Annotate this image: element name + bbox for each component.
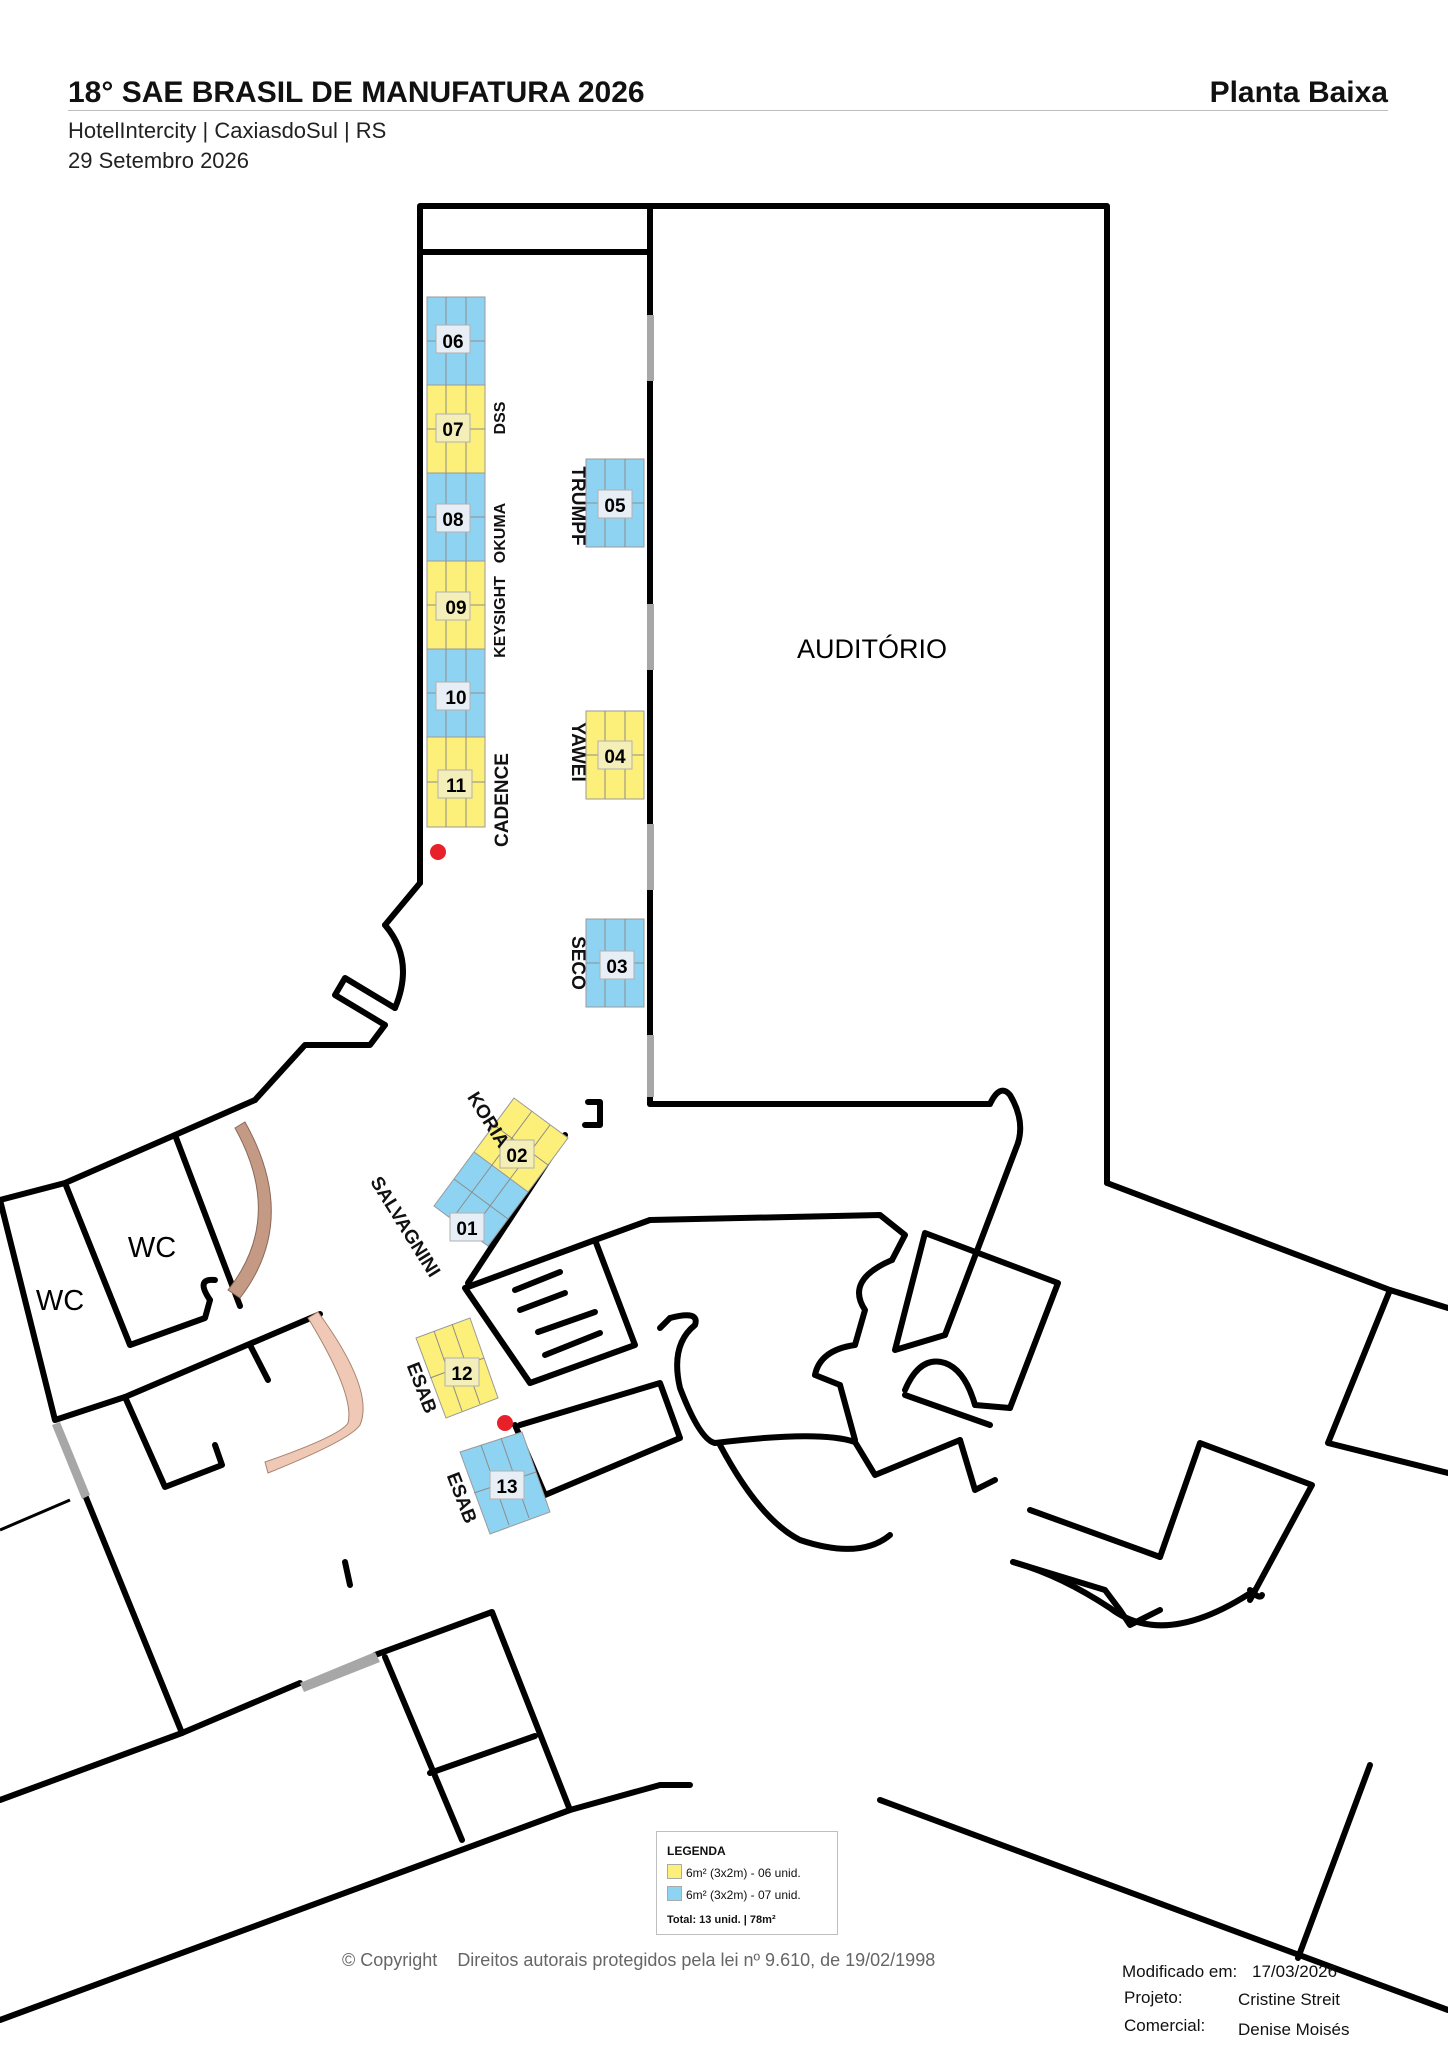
ramp [264,1311,364,1474]
legend-item-blue: 6m² (3x2m) - 07 unid. [667,1886,801,1902]
stand-05-numbox [597,489,633,519]
stand-02-number: 02 [506,1146,527,1167]
door [647,1035,654,1097]
stand-01-numbox [449,1212,485,1242]
stand-03[interactable]: 03 [585,918,645,1008]
stand-06-numbox [435,324,471,354]
map-legend: LEGENDA 6m² (3x2m) - 06 unid. 6m² (3x2m)… [656,1831,838,1935]
auditorium-label: AUDITÓRIO [797,633,947,664]
ramp [227,1121,272,1299]
door [647,315,654,381]
stand-07-number: 07 [442,420,463,441]
legend-swatch-yellow [667,1864,682,1879]
legend-yellow-label: 6m² (3x2m) - 06 unid. [686,1866,801,1880]
stand-04[interactable]: 04 [585,710,645,800]
restroom-label: WC [128,1232,176,1264]
stand-06-number: 06 [442,332,463,353]
stand-12-number: 12 [451,1364,472,1385]
stand-05[interactable]: 05 [585,458,645,548]
legend-swatch-blue [667,1886,682,1901]
stand-11-number: 11 [446,776,467,797]
modified-label: Modificado em: [1122,1962,1238,1981]
stands-layer: 06 07 08 09 10 [415,296,645,1535]
legend-item-yellow: 6m² (3x2m) - 06 unid. [667,1864,801,1880]
stand-06[interactable]: 06 [426,296,486,386]
header-divider [68,110,1388,111]
exhibitor-label-dss: DSS [492,401,509,434]
stand-08[interactable]: 08 [426,472,486,562]
project-name: Cristine Streit [1238,1990,1341,2009]
stand-13[interactable]: 13 [459,1431,551,1535]
copyright-rights: Direitos autorais protegidos pela lei nº… [457,1950,936,1970]
building-walls [0,203,1448,2023]
commercial-name: Denise Moisés [1238,2020,1350,2039]
stand-11-numbox [437,769,473,799]
stand-07-numbox [435,413,471,443]
venue-text: HotelIntercity | CaxiasdoSul | RS [68,118,387,143]
commercial-label: Comercial: [1124,2016,1206,2035]
exhibitor-label-cadence: CADENCE [492,753,513,847]
stand-03-numbox [599,950,635,980]
stand-08-numbox [435,503,471,533]
exhibitor-label-yawei: YAWEI [567,722,588,782]
door [52,1422,90,1499]
doors [52,315,654,1692]
restroom-label: WC [36,1285,84,1317]
modified-date: 17/03/2026 [1252,1962,1338,1981]
legend-title: LEGENDA [667,1844,726,1858]
exhibitor-label-seco: SECO [567,936,588,990]
stand-10-numbox [435,681,471,711]
stand-07[interactable]: 07 [426,384,486,474]
ramps [227,1121,364,1474]
door [647,604,654,670]
stand-12[interactable]: 12 [415,1317,499,1419]
stand-02[interactable]: 02 [473,1097,569,1193]
stand-10-number: 10 [445,688,466,709]
stand-08-number: 08 [442,510,463,531]
stand-03-number: 03 [606,957,627,978]
copyright-label: © Copyright [342,1950,438,1970]
door [647,824,654,890]
stand-13-number: 13 [496,1477,517,1498]
stand-12-numbox [444,1357,480,1387]
plan-type-title: Planta Baixa [1209,76,1388,109]
exhibitor-label-trumpf: TRUMPF [567,466,588,545]
project-label: Projeto: [1124,1988,1183,2007]
door [300,1652,380,1692]
exhibitor-label-okuma: OKUMA [492,502,509,563]
location-marker-dot [430,844,446,860]
legend-blue-label: 6m² (3x2m) - 07 unid. [686,1888,801,1902]
stand-11[interactable]: 11 [426,736,486,828]
stand-01[interactable]: 01 [433,1151,529,1247]
stand-10[interactable]: 10 [426,648,486,738]
page-title: 18° SAE BRASIL DE MANUFATURA 2026 [68,76,645,109]
location-marker-dot [497,1415,513,1431]
stand-05-number: 05 [604,496,626,517]
copyright-notice: © Copyright Direitos autorais protegidos … [342,1950,935,1971]
event-date: 29 Setembro 2026 [68,148,250,173]
stand-09-numbox [435,591,471,621]
exhibitor-label-keysight: KEYSIGHT [492,576,509,658]
stand-09[interactable]: 09 [426,560,486,650]
stand-01-number: 01 [456,1219,478,1240]
stand-04-numbox [597,740,633,770]
stand-09-number: 09 [445,598,466,619]
exhibitor-label-salvagnini: SALVAGNINI [365,1173,443,1281]
stand-04-number: 04 [604,747,626,768]
stand-02-numbox [499,1139,535,1169]
legend-total: Total: 13 unid. | 78m² [667,1914,776,1926]
stand-13-numbox [489,1470,525,1500]
